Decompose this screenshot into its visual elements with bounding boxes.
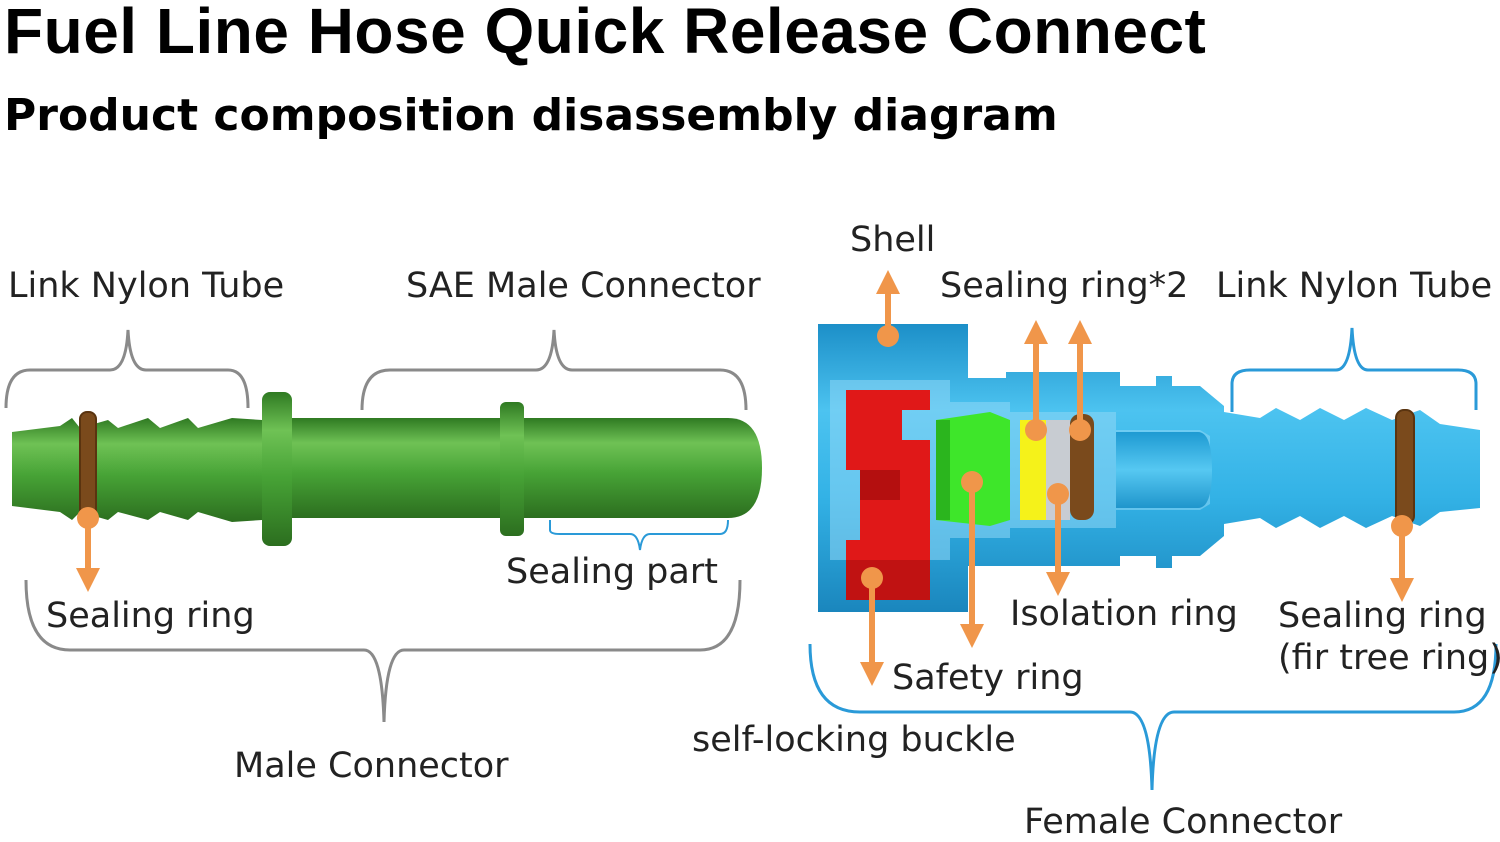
label-sealing-part: Sealing part (506, 552, 718, 592)
label-shell: Shell (850, 220, 936, 260)
female-brackets (808, 327, 1498, 791)
label-male-link-nylon-tube: Link Nylon Tube (8, 266, 285, 306)
label-isolation-ring: Isolation ring (1010, 594, 1238, 634)
label-female-link-nylon-tube: Link Nylon Tube (1216, 266, 1493, 306)
page-subtitle: Product composition disassembly diagram (4, 90, 1058, 141)
label-fir-tree-ring-line1: Sealing ring (1278, 596, 1487, 636)
male-sealing-ring (79, 411, 97, 523)
female-arrow-dots (861, 325, 1413, 589)
male-connector-body (12, 392, 762, 546)
female-fir-tree-ring (1395, 409, 1415, 525)
male-brackets (4, 329, 748, 723)
label-male-sealing-ring: Sealing ring (46, 596, 255, 636)
female-connector-body (818, 324, 1480, 612)
label-safety-ring: Safety ring (892, 658, 1084, 698)
label-sae-male-connector: SAE Male Connector (406, 266, 761, 306)
label-female-connector: Female Connector (1024, 802, 1343, 842)
page-title: Fuel Line Hose Quick Release Connect (4, 0, 1207, 67)
label-sealing-ring-x2: Sealing ring*2 (940, 266, 1189, 306)
label-self-locking-buckle: self-locking buckle (692, 720, 1016, 760)
label-fir-tree-ring-line2: (fir tree ring) (1278, 638, 1500, 678)
label-male-connector: Male Connector (234, 746, 509, 786)
